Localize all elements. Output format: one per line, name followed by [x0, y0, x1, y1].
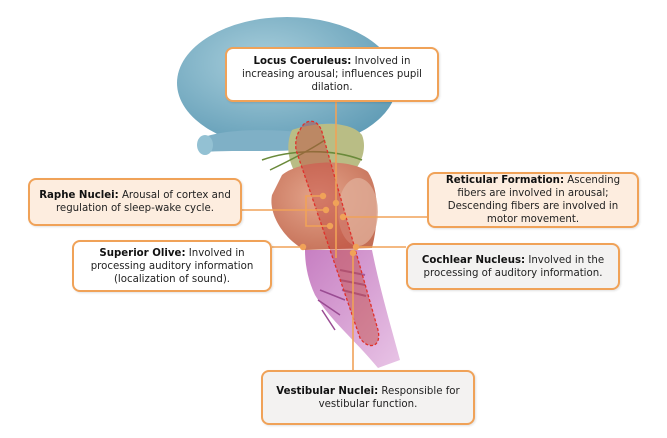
callout-text: Involved in increasing arousal; influenc…: [242, 56, 422, 93]
callout-text: Involved in the processing of auditory i…: [423, 254, 605, 279]
callout-locus-coeruleus: Locus Coeruleus: Involved in increasing …: [225, 47, 439, 102]
callout-cochlear-nucleus: Cochlear Nucleus: Involved in the proces…: [406, 243, 620, 290]
callout-term: Superior Olive:: [99, 247, 186, 259]
callout-text: Ascending fibers are involved in arousal…: [447, 175, 621, 225]
reticular-formation-region: [295, 120, 380, 347]
callout-term: Reticular Formation:: [445, 175, 565, 186]
callout-term: Cochlear Nucleus:: [421, 254, 526, 266]
callout-term: Raphe Nuclei:: [39, 190, 119, 201]
connector-dots: [299, 192, 360, 257]
callout-term: Vestibular Nuclei:: [276, 385, 379, 397]
connector-lines: [242, 102, 427, 370]
callout-reticular-formation: Reticular Formation: Ascending fibers ar…: [427, 172, 639, 228]
callout-text: Arousal of cortex and regulation of slee…: [55, 190, 231, 214]
callout-raphe-nuclei: Raphe Nuclei: Arousal of cortex and regu…: [28, 178, 242, 226]
callout-superior-olive: Superior Olive: Involved in processing a…: [72, 240, 272, 292]
callout-text: Responsible for vestibular function.: [318, 385, 460, 410]
callout-text: Involved in processing auditory informat…: [90, 247, 254, 285]
callout-vestibular-nuclei: Vestibular Nuclei: Responsible for vesti…: [261, 370, 475, 425]
callout-term: Locus Coeruleus:: [253, 56, 352, 67]
pons-shape: [271, 162, 378, 250]
